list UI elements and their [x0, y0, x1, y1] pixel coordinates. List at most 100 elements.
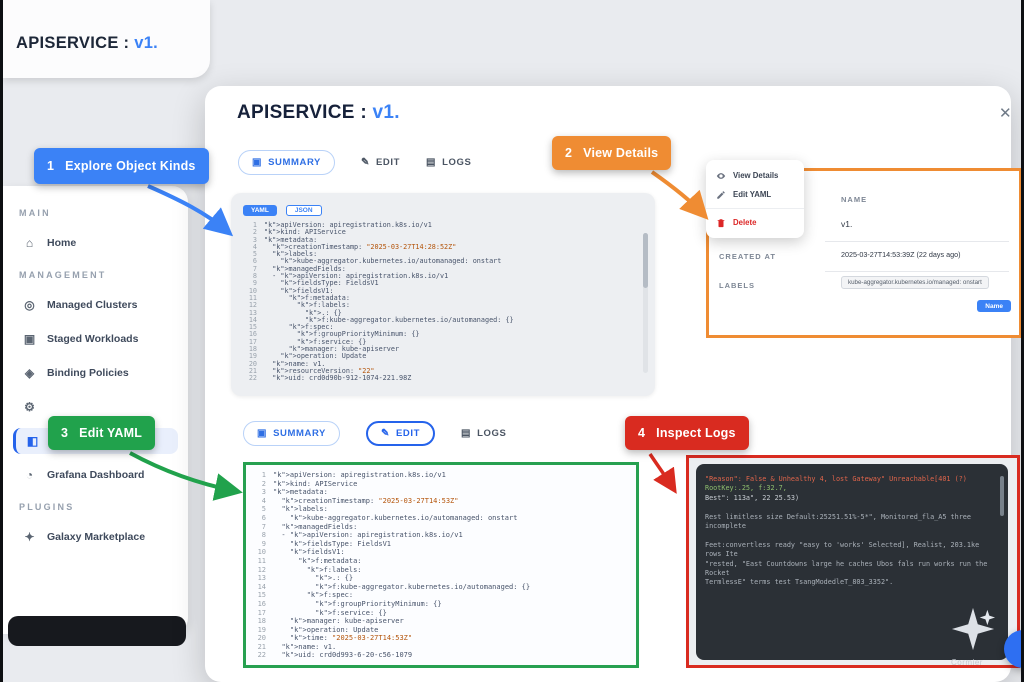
code-text: "k">fieldsType: FieldsV1	[280, 279, 379, 288]
tab-logs-top[interactable]: ▤ LOGS	[426, 157, 471, 168]
code-line: 2"k">kind: APIService	[243, 228, 645, 236]
sidebar-item-label: Grafana Dashboard	[47, 469, 145, 481]
divider	[825, 271, 1009, 272]
code-line: 15 "k">f:spec:	[243, 323, 645, 332]
close-icon[interactable]: ✕	[999, 105, 1012, 122]
code-text: "k">f:groupPriorityMinimum: {}	[296, 330, 420, 339]
field-value-created-at: 2025-03-27T14:53:39Z (22 days ago)	[841, 250, 961, 259]
tab-label: LOGS	[442, 157, 472, 168]
code-text: "k">f:service: {}	[296, 337, 367, 346]
code-line: 8 - "k">apiVersion: apiregistration.k8s.…	[243, 272, 645, 281]
sidebar-item-label: Binding Policies	[47, 367, 129, 379]
code-text: "k">uid: crd0d90b-912-1074-221.98Z	[272, 374, 412, 383]
code-text: "k">.: {}	[315, 574, 354, 583]
yaml-editor-bottom-code[interactable]: 1"k">apiVersion: apiregistration.k8s.io/…	[252, 471, 630, 660]
log-line	[705, 503, 999, 512]
details-action-button[interactable]: Name	[977, 300, 1011, 312]
code-text: "k">fieldsV1:	[289, 548, 345, 557]
scrollbar-thumb[interactable]	[1000, 476, 1004, 516]
line-number: 5	[252, 250, 257, 259]
code-line: 19 "k">operation: Update	[243, 352, 645, 361]
label-chip: kube-aggregator.kubernetes.io/managed: o…	[841, 276, 989, 289]
sidebar-item-label: Staged Workloads	[47, 333, 139, 345]
sidebar-section-header: PLUGINS	[19, 502, 75, 512]
code-line: 5 "k">labels:	[243, 250, 645, 259]
menu-item-label: Delete	[733, 218, 757, 227]
log-line: Feet:convertless ready "easy to 'works' …	[705, 540, 984, 559]
home-icon: ⌂	[25, 236, 34, 250]
code-text: "k">f:groupPriorityMinimum: {}	[315, 599, 442, 608]
line-number: 3	[261, 488, 266, 497]
line-number: 21	[257, 642, 266, 651]
code-line: 20 "k">name: v1.	[243, 360, 645, 368]
step-3-badge: 3 Edit YAML	[48, 416, 156, 450]
log-line: "Reason": False & Unhealthy 4, lost Gate…	[705, 475, 967, 483]
code-text: "k">name: v1.	[281, 642, 337, 651]
yaml-toggle-button[interactable]: YAML	[243, 205, 277, 216]
code-line: 21 "k">name: v1.	[252, 643, 630, 652]
line-number: 13	[248, 308, 257, 317]
code-line: 18 "k">manager: kube-apiserver	[252, 617, 630, 626]
menu-item-edit-yaml[interactable]: Edit YAML	[706, 185, 804, 204]
code-line: 13 "k">.: {}	[252, 574, 630, 583]
menu-item-view-details[interactable]: View Details	[706, 166, 804, 185]
sidebar-item-managed-clusters[interactable]: ◎Managed Clusters	[13, 292, 178, 318]
code-line: 4 "k">creationTimestamp: "2025-03-27T14:…	[243, 243, 645, 251]
sidebar-item-label: Home	[47, 237, 77, 249]
tab-summary-bottom[interactable]: ▣ SUMMARY	[243, 421, 340, 446]
sidebar-item-galaxy-marketplace[interactable]: ✦Galaxy Marketplace	[13, 524, 178, 550]
logs-panel: "Reason": False & Unhealthy 4, lost Gate…	[696, 464, 1008, 660]
line-number: 6	[252, 257, 257, 266]
tab-label: EDIT	[375, 157, 401, 168]
workflow-icon: ⚙	[24, 400, 35, 414]
line-number: 9	[252, 279, 257, 288]
json-toggle-button[interactable]: JSON	[285, 205, 322, 216]
tab-logs-bottom[interactable]: ▤ LOGS	[461, 428, 506, 439]
step-number: 4	[638, 426, 646, 440]
code-text: "k">metadata:	[273, 488, 328, 497]
log-line: Rest limitless size Default:25251.51%-5*…	[705, 512, 976, 531]
tab-label: SUMMARY	[268, 157, 321, 168]
watermark: Cormier	[951, 658, 983, 667]
code-line: 13 "k">.: {}	[243, 308, 645, 317]
log-line	[705, 531, 999, 540]
tab-bar-top: ▣ SUMMARY ✎ EDIT ▤ LOGS	[238, 150, 471, 175]
sidebar-item-binding-policies[interactable]: ◈Binding Policies	[13, 360, 178, 386]
tab-edit-top[interactable]: ✎ EDIT	[361, 157, 400, 168]
edit-icon: ✎	[381, 428, 390, 439]
scrollbar-track	[643, 233, 648, 373]
sidebar-footer-bar[interactable]	[8, 616, 186, 646]
tab-edit-bottom[interactable]: ✎ EDIT	[366, 421, 436, 446]
code-text: - "k">apiVersion: apiregistration.k8s.io…	[264, 272, 449, 281]
step-label: View Details	[583, 146, 659, 160]
sidebar-item-grafana-dashboard[interactable]: ◔Grafana Dashboard	[13, 462, 178, 488]
modal-title-version: v1.	[372, 102, 400, 123]
sidebar-item-hidden[interactable]: ⚙	[13, 394, 178, 420]
code-line: 15 "k">f:spec:	[252, 591, 630, 600]
menu-item-delete[interactable]: Delete	[706, 213, 804, 232]
tab-summary-top[interactable]: ▣ SUMMARY	[238, 150, 335, 175]
right-edge-bar	[1021, 0, 1024, 682]
code-text: "k">f:labels:	[296, 301, 350, 310]
code-text: "k">.: {}	[304, 308, 342, 317]
code-text: "k">f:metadata:	[288, 293, 350, 302]
managed-clusters-icon: ◎	[24, 298, 35, 312]
yaml-editor-top-code[interactable]: 1"k">apiVersion: apiregistration.k8s.io/…	[243, 221, 645, 383]
line-number: 17	[248, 337, 257, 346]
scrollbar-thumb[interactable]	[643, 233, 648, 288]
step-1-badge: 1 Explore Object Kinds	[34, 148, 209, 184]
code-text: "k">f:spec:	[288, 323, 334, 332]
code-text: "k">operation: Update	[280, 352, 367, 361]
step-label: Edit YAML	[79, 426, 143, 440]
code-text: "k">f:service: {}	[315, 608, 387, 617]
left-edge-bar	[0, 0, 3, 682]
sidebar-item-home[interactable]: ⌂ Home	[13, 230, 178, 256]
code-text: "k">uid: crd0d993-6-20-c56-1079	[281, 651, 413, 660]
code-text: "k">kube-aggregator.kubernetes.io/automa…	[280, 257, 502, 266]
yaml-editor-top: YAML JSON 1"k">apiVersion: apiregistrati…	[231, 193, 655, 396]
line-number: 7	[261, 522, 266, 531]
sidebar-item-staged-workloads[interactable]: ▣Staged Workloads	[13, 326, 178, 352]
line-number: 10	[248, 286, 257, 295]
logs-content[interactable]: "Reason": False & Unhealthy 4, lost Gate…	[705, 475, 999, 588]
modal-title-text: APISERVICE :	[237, 102, 367, 123]
